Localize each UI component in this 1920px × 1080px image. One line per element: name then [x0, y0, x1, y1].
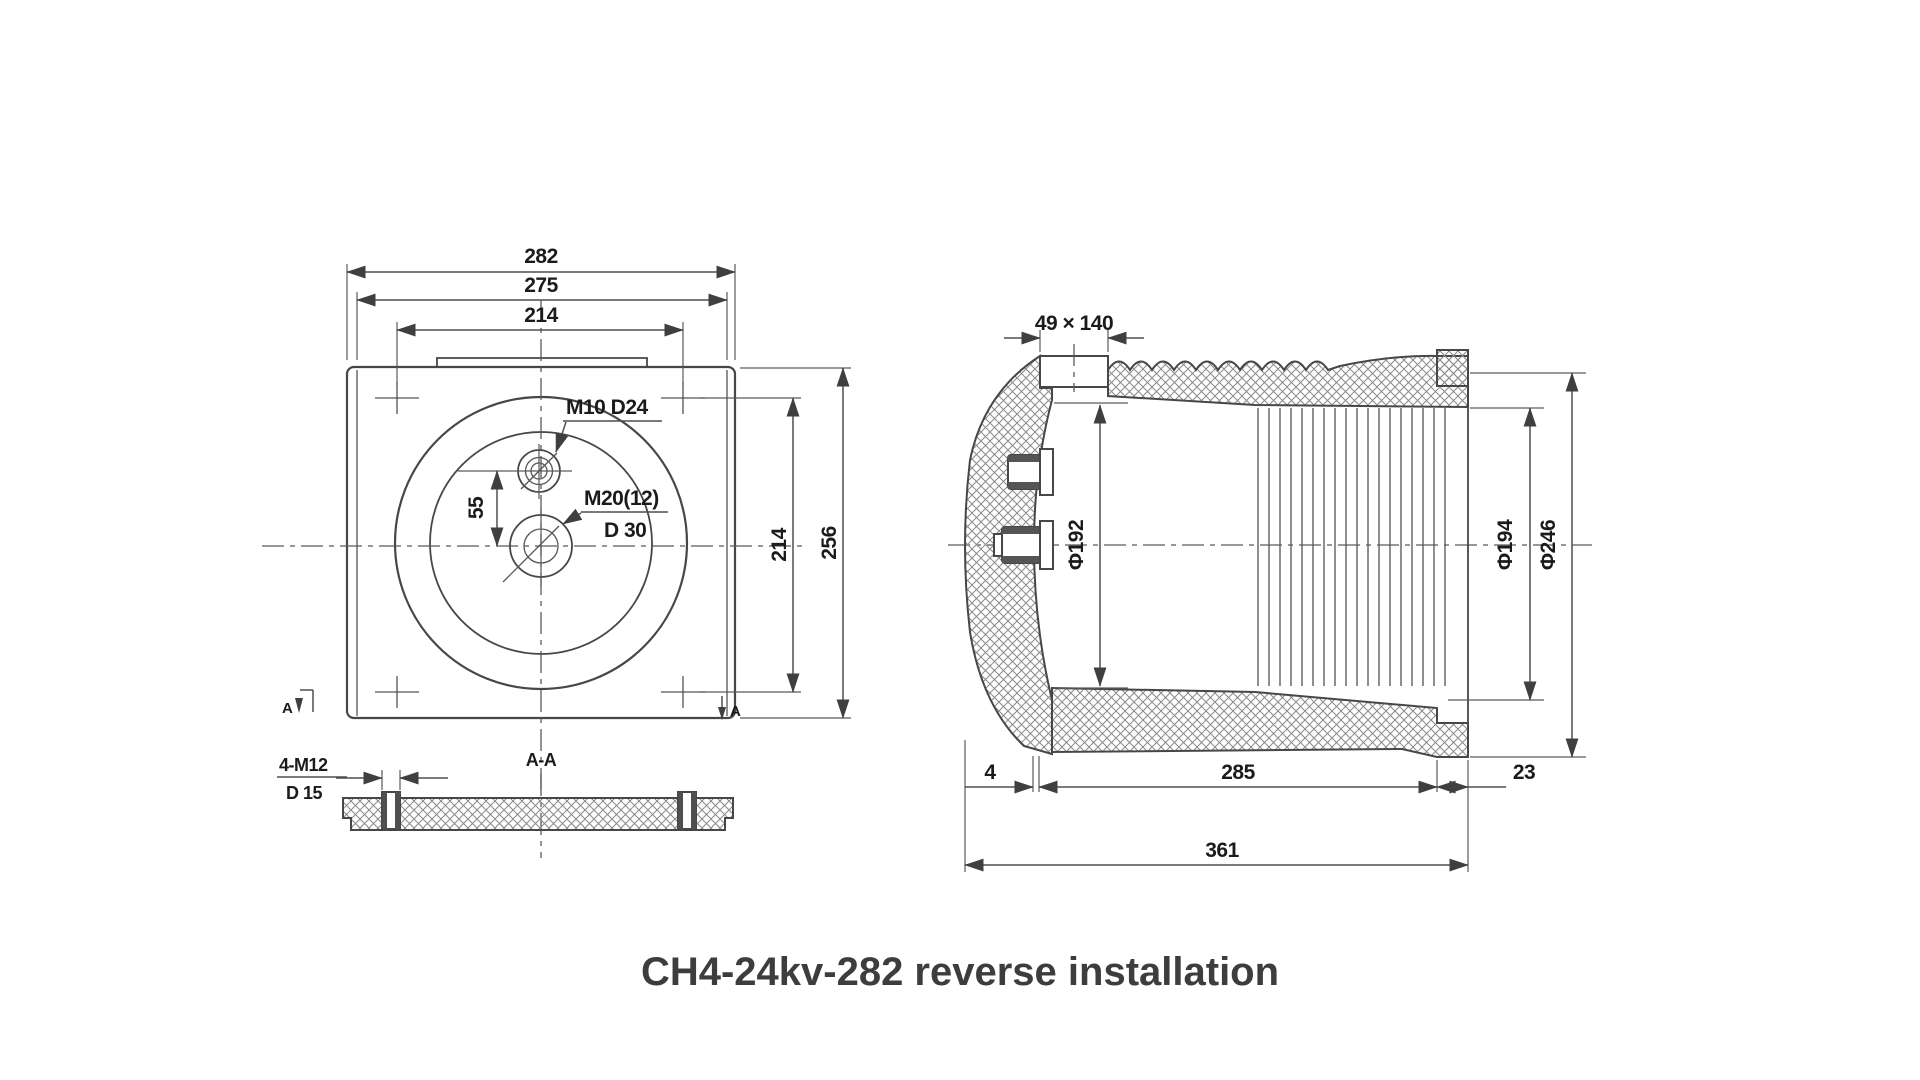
dim-4m12-text: 4-M12 — [279, 755, 328, 775]
dim-d194-text: Φ194 — [1494, 519, 1517, 570]
dim-bottom-lengths: 4 285 23 361 — [964, 740, 1536, 872]
section-marker-left: A — [282, 689, 314, 717]
dim-282-text: 282 — [524, 245, 558, 268]
dim-d246: Φ246 — [1470, 372, 1586, 758]
callout-m20-d30: M20(12) D 30 — [562, 487, 668, 542]
dim-285-text: 285 — [1221, 761, 1255, 784]
top-right-lip — [1436, 349, 1469, 387]
callout-m20-text: M20(12) — [584, 487, 659, 510]
dim-282: 282 — [346, 245, 736, 360]
dim-214-top: 214 — [396, 304, 684, 386]
terminal-bolt-upper — [1007, 448, 1054, 496]
section-aa-plate-bar — [342, 797, 734, 831]
hole-m20 — [502, 508, 573, 586]
section-marker-left-text: A — [282, 700, 293, 717]
front-view: 282 275 214 214 256 — [262, 245, 851, 793]
dim-275: 275 — [356, 274, 728, 360]
dim-256-text: 256 — [818, 526, 841, 560]
terminal-bolt-lower — [993, 520, 1054, 570]
dim-d192: Φ192 — [1054, 402, 1128, 689]
drawing-title: CH4-24kv-282 reverse installation — [641, 950, 1279, 994]
section-marker-right: A — [718, 696, 741, 720]
dim-4-text: 4 — [984, 761, 996, 784]
section-bolt-right — [677, 791, 697, 830]
dim-49x140: 49 × 140 — [1004, 312, 1144, 352]
rib-lines — [1257, 408, 1446, 686]
callout-m10-d24: M10 D24 — [555, 396, 662, 453]
dim-214-top-text: 214 — [524, 304, 558, 327]
plate-top-boss — [436, 357, 648, 367]
top-shed-band — [1107, 354, 1469, 409]
callout-d30-text: D 30 — [604, 519, 646, 542]
dim-256: 256 — [740, 367, 851, 719]
dim-d15-text: D 15 — [286, 783, 323, 803]
side-view: 49 × 140 Φ192 Φ194 Φ246 — [948, 312, 1592, 872]
corner-hole-marks — [375, 382, 705, 708]
section-aa-view: A-A 4-M12 D 15 — [277, 750, 734, 858]
dim-d246-text: Φ246 — [1537, 520, 1560, 570]
dim-214-right-text: 214 — [768, 527, 791, 561]
dim-214-right: 214 — [700, 397, 801, 693]
dim-23-text: 23 — [1513, 761, 1535, 784]
dim-d192-text: Φ192 — [1065, 520, 1088, 570]
hole-m10 — [458, 444, 572, 499]
section-bolt-left — [381, 791, 401, 830]
dim-275-text: 275 — [524, 274, 558, 297]
section-marker-right-text: A — [730, 703, 741, 720]
dim-4m12: 4-M12 D 15 — [277, 755, 448, 803]
dim-55-text: 55 — [465, 496, 488, 519]
dim-d194: Φ194 — [1448, 407, 1544, 701]
bottom-wall-band — [1051, 686, 1469, 758]
callout-m10-text: M10 D24 — [566, 396, 649, 419]
dim-55: 55 — [465, 470, 504, 547]
dim-49x140-text: 49 × 140 — [1035, 312, 1113, 335]
section-aa-label: A-A — [526, 750, 557, 770]
dim-361-text: 361 — [1205, 839, 1239, 862]
